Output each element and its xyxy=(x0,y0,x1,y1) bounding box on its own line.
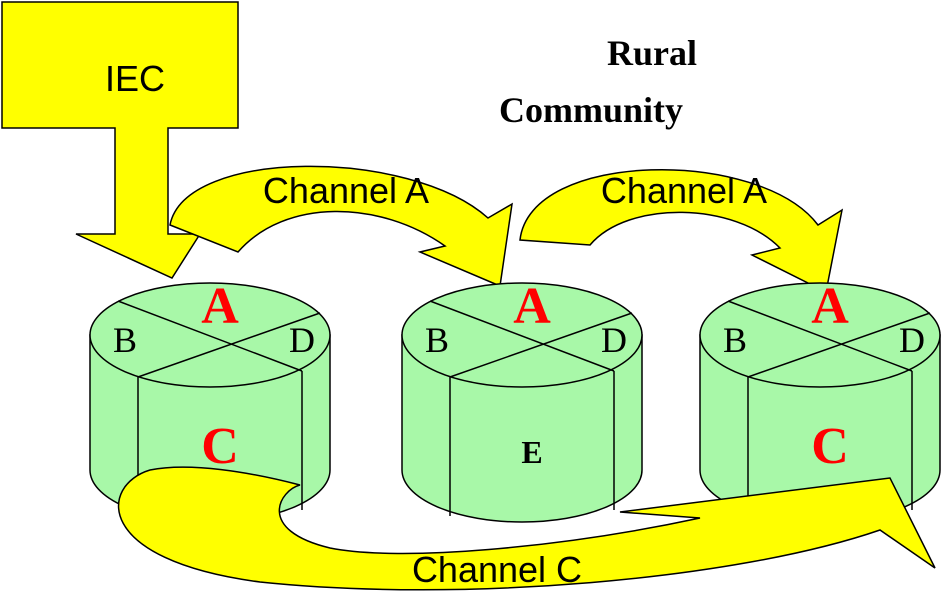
channel-c-arrow xyxy=(117,466,936,591)
top-divider-1 xyxy=(727,300,913,372)
channel-a-right-arrow xyxy=(519,168,844,294)
cylinder-top xyxy=(401,282,643,388)
channel-a-left-arrow xyxy=(169,165,513,288)
iec-arrow xyxy=(1,1,239,279)
cylinder-top xyxy=(89,282,331,388)
title-line1: Rural xyxy=(607,33,697,73)
title-line2: Community xyxy=(499,90,683,130)
cylinder-top xyxy=(699,282,941,388)
top-divider-2 xyxy=(449,312,633,378)
top-divider-1 xyxy=(429,300,615,372)
top-divider-2 xyxy=(747,312,931,378)
top-divider-2 xyxy=(137,312,321,378)
cylinder-body xyxy=(401,334,643,523)
top-divider-1 xyxy=(117,300,303,372)
